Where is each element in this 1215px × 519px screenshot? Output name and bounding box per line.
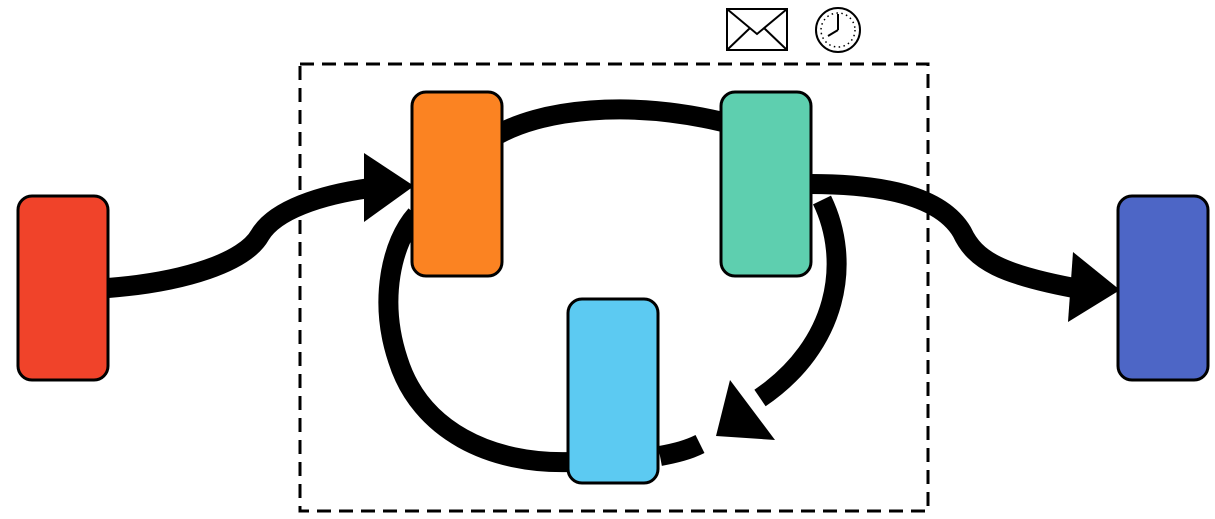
edge-source-to-step-a	[107, 178, 372, 298]
edge-step-b-to-step-c	[754, 195, 847, 407]
node-step-c	[566, 297, 660, 485]
node-source	[16, 194, 110, 382]
envelope-icon	[726, 8, 788, 51]
group-boundary	[298, 62, 930, 513]
nodes	[16, 90, 1210, 485]
arrowhead-step-c	[716, 380, 775, 440]
edge-step-a-to-step-b	[486, 99, 726, 147]
clock-icon	[815, 7, 861, 53]
node-step-a	[410, 90, 504, 278]
arrowhead-step-a	[364, 153, 414, 222]
edge-step-c-to-step-a-loop	[378, 208, 573, 473]
node-step-b	[719, 90, 813, 278]
edge-step-c-to-step-a	[658, 434, 705, 466]
edge-step-b-to-target	[809, 174, 1087, 300]
arrowhead-target	[1068, 252, 1120, 322]
edges	[107, 99, 1120, 473]
node-target	[1116, 194, 1210, 382]
